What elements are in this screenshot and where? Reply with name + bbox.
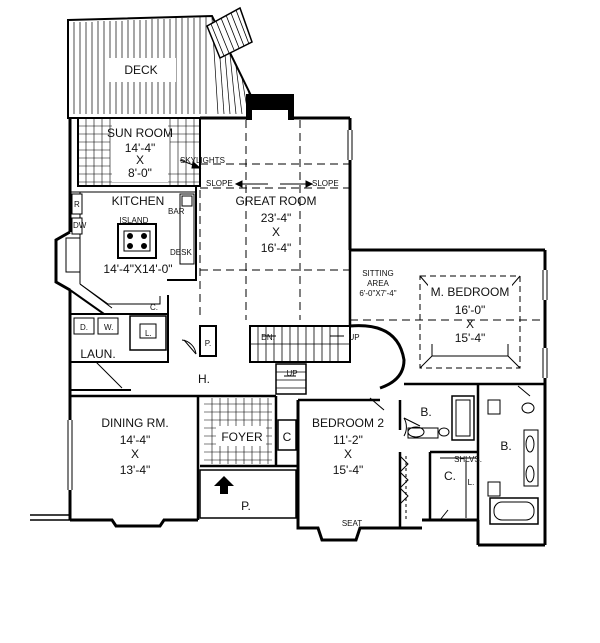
porch-label: P. <box>241 499 251 513</box>
master-bedroom-width: 16'-0" <box>455 303 486 317</box>
sun-room-width: 14'-4" <box>125 141 156 155</box>
great-room-width: 23'-4" <box>261 211 292 225</box>
kitchen-dims: 14'-4"X14'-0" <box>103 262 172 276</box>
closet-l-label: L. <box>468 478 475 487</box>
door-swings <box>181 339 531 521</box>
sitting-label-2: AREA <box>367 279 389 288</box>
great-room-label: GREAT ROOM <box>236 194 317 208</box>
stairs-up2-label: UP <box>286 369 297 378</box>
fridge-label: R <box>74 200 80 209</box>
dining-label: DINING RM. <box>101 416 168 430</box>
desk-label: DESK <box>170 248 192 257</box>
windows <box>67 130 548 490</box>
deck-label: DECK <box>124 63 157 77</box>
shelves-label: SHLVS. <box>454 455 482 464</box>
foyer-closet <box>277 419 297 451</box>
slope-arrows <box>179 159 314 188</box>
pantry-label: P. <box>205 339 212 348</box>
bedroom2-width: 11'-2" <box>333 433 363 447</box>
deck-label-bg <box>106 58 176 82</box>
bedroom2-length: 15'-4" <box>333 463 364 477</box>
master-bedroom-x: X <box>466 317 474 331</box>
foyer-closet-label: C <box>283 430 292 444</box>
dining-width: 14'-4" <box>120 433 151 447</box>
sun-room-x: X <box>136 153 144 167</box>
hall-label: H. <box>198 372 210 386</box>
kitchen-island <box>117 223 157 259</box>
dishwasher-label: DW <box>73 221 87 230</box>
bedroom2-closet-doors <box>399 455 409 520</box>
great-room-x: X <box>272 225 280 239</box>
laundry-closet-label: C. <box>150 303 158 312</box>
washer-label: W. <box>104 323 113 332</box>
bathrooms <box>407 395 539 525</box>
m-bedroom-label-bg <box>428 284 512 344</box>
island-label: ISLAND <box>120 216 149 225</box>
stairs-up-label: UP <box>348 333 359 342</box>
kitchen-label: KITCHEN <box>112 194 165 208</box>
laundry <box>69 313 169 391</box>
slope-right-label: SLOPE <box>312 179 339 188</box>
sitting-dims: 6'-0"X7'-4" <box>359 289 396 298</box>
laundry-l-label: L. <box>145 329 152 338</box>
foyer-label: FOYER <box>221 430 263 444</box>
sun-room-length: 8'-0" <box>128 166 152 180</box>
sun-room-label: SUN ROOM <box>107 126 173 140</box>
skylights-label: SKYLIGHTS <box>180 156 225 165</box>
sitting-label-1: SITTING <box>362 269 394 278</box>
fireplace <box>246 94 294 120</box>
bedroom2-x: X <box>344 447 352 461</box>
dining-length: 13'-4" <box>120 463 151 477</box>
sun-room <box>77 117 201 187</box>
pantry-outline <box>199 325 217 357</box>
seat-label: SEAT <box>342 519 362 528</box>
interior-walls <box>70 250 545 528</box>
bath2-label: B. <box>500 439 511 453</box>
master-bedroom-label: M. BEDROOM <box>431 285 510 299</box>
dryer-label: D. <box>80 323 88 332</box>
bar-label: BAR <box>168 207 185 216</box>
foyer-label-bg <box>216 426 266 446</box>
bath1-label: B. <box>420 405 431 419</box>
staircase <box>249 324 406 395</box>
master-bedroom-length: 15'-4" <box>455 331 486 345</box>
kitchen <box>65 185 197 315</box>
closet-label: C. <box>444 469 456 483</box>
dining-x: X <box>131 447 139 461</box>
stairs-down-label: DN. <box>261 333 275 342</box>
deck-stairs <box>206 6 253 60</box>
great-room-length: 16'-4" <box>261 241 292 255</box>
bedroom2-label: BEDROOM 2 <box>312 416 384 430</box>
laundry-label: LAUN. <box>80 347 115 361</box>
front-porch <box>199 469 297 519</box>
slope-left-label: SLOPE <box>206 179 233 188</box>
